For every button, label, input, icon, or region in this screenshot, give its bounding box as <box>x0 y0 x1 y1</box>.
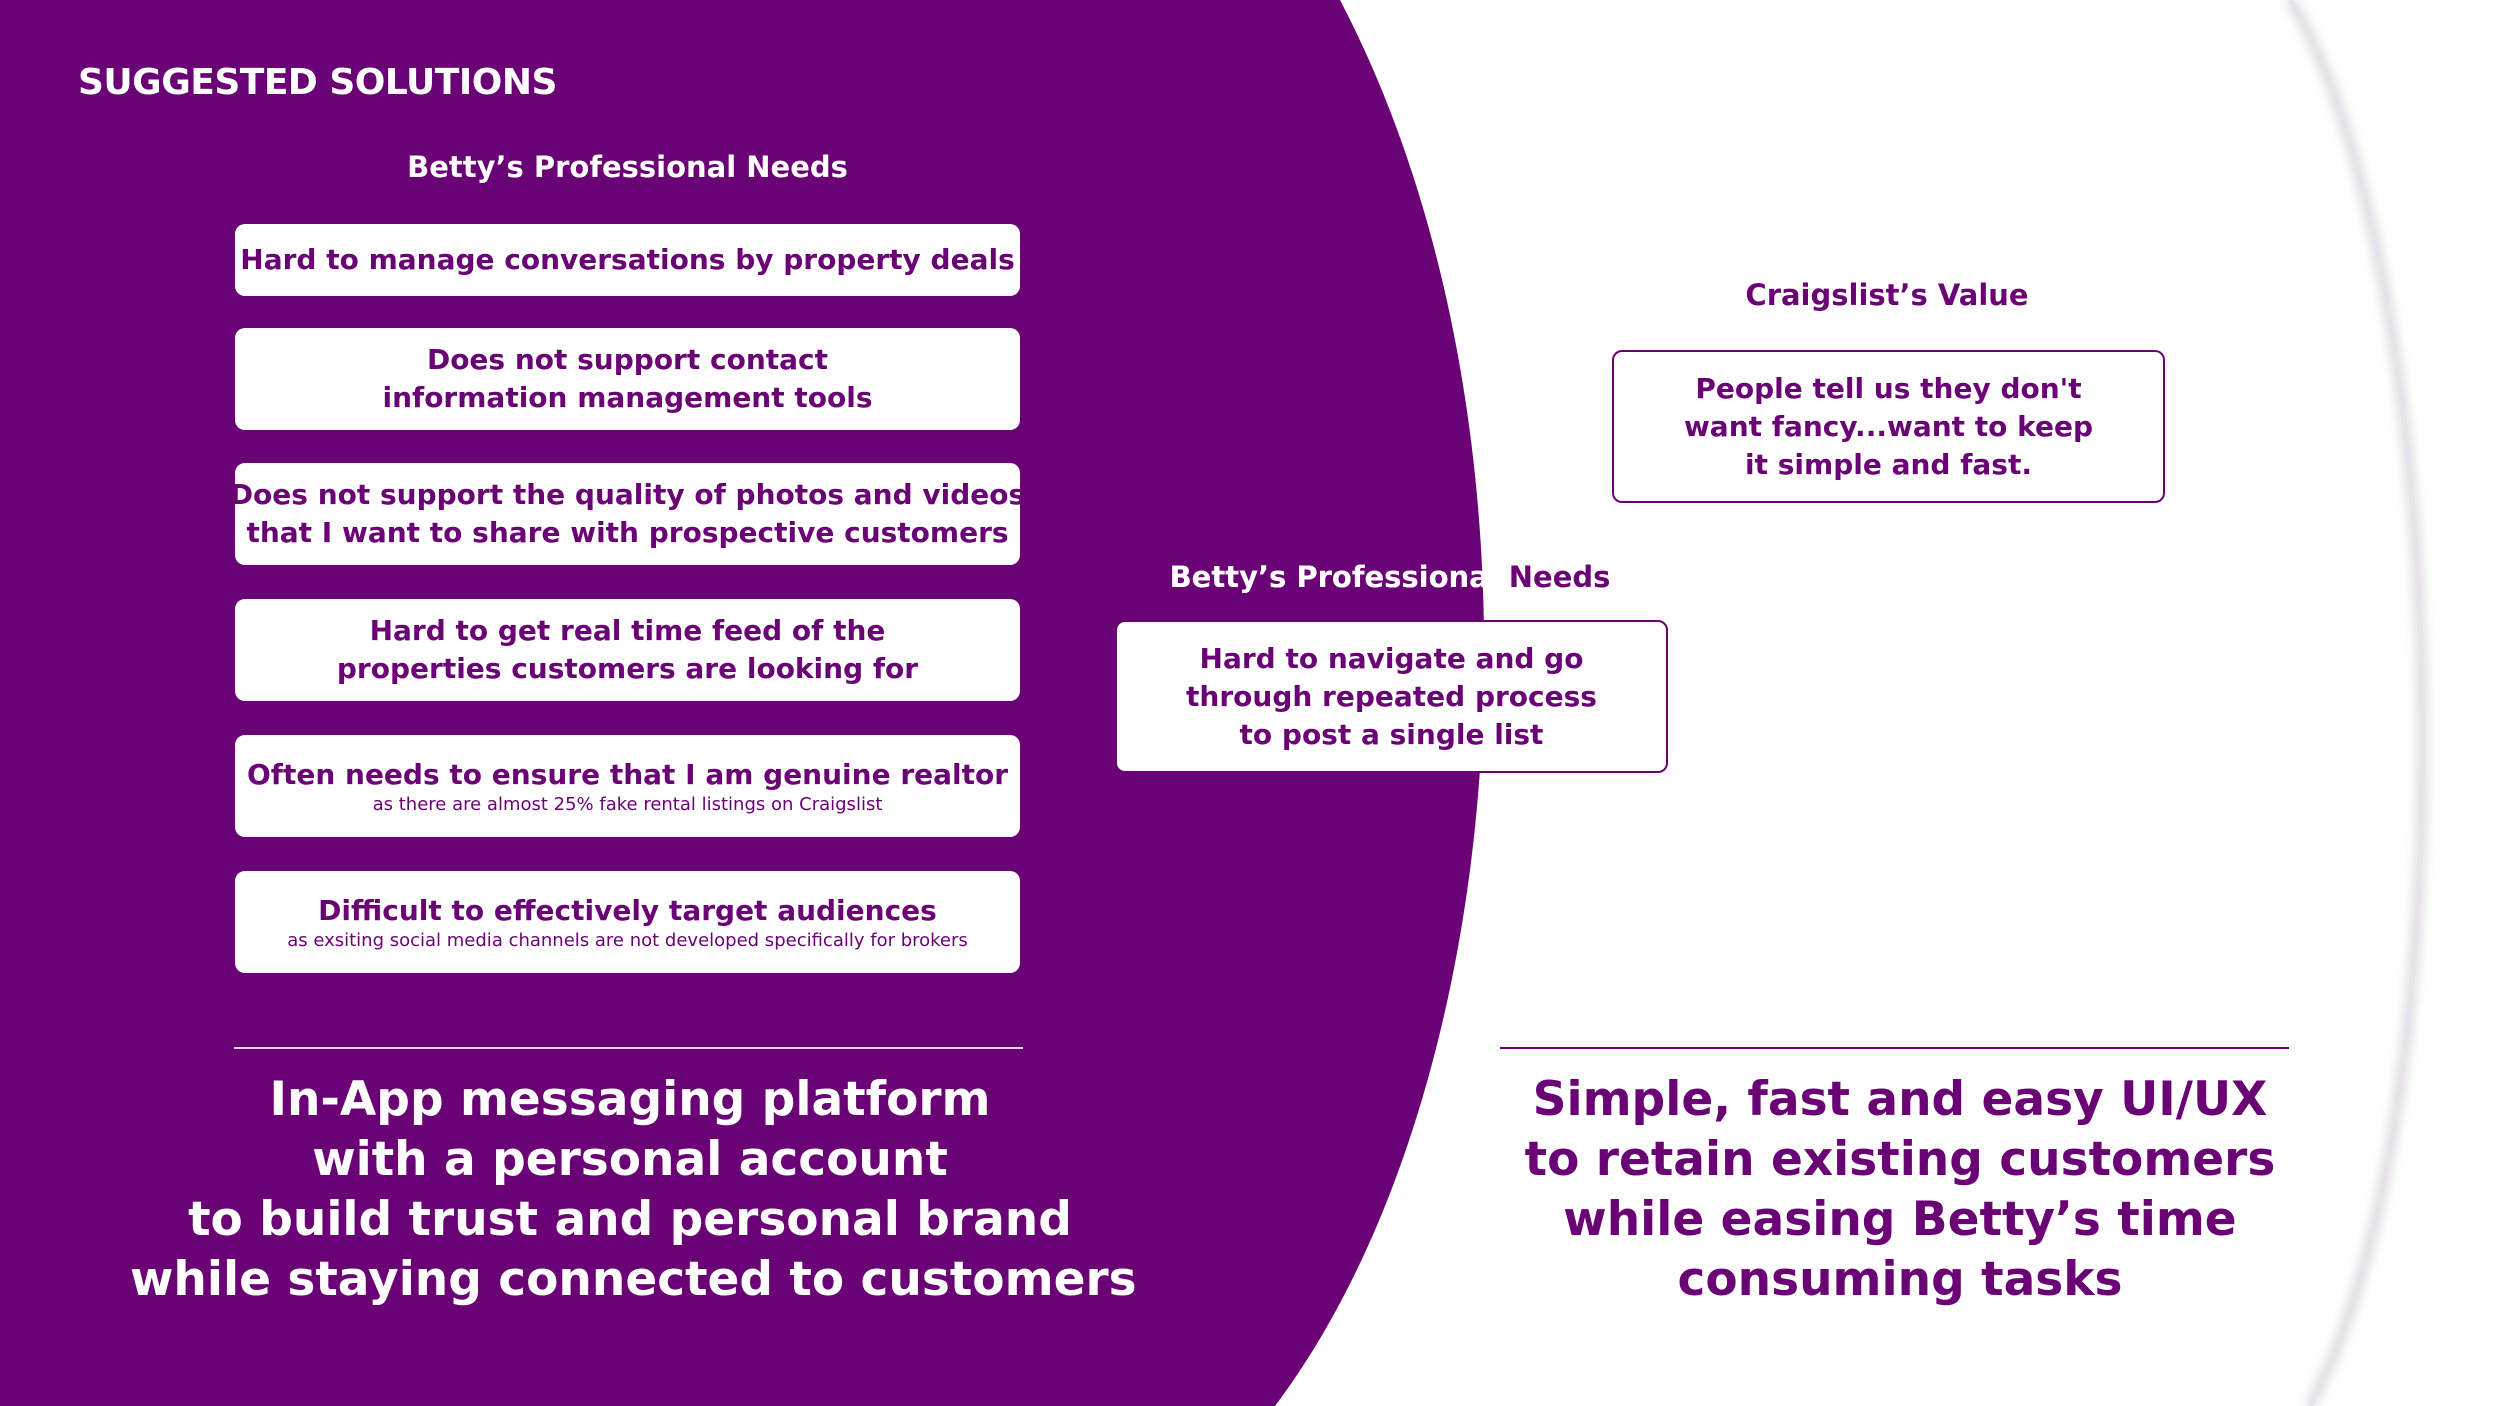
value-text: it simple and fast. <box>1745 447 2032 481</box>
need-text: Hard to get real time feed of the <box>369 614 886 647</box>
need-subtext: as exsiting social media channels are no… <box>287 930 968 951</box>
middle-heading-part-a: Betty’s Professional <box>1169 560 1509 594</box>
solution-line: Simple, fast and easy UI/UX <box>1532 1072 2268 1127</box>
middle-column-heading: Betty’s Professional Needs <box>1140 560 1640 594</box>
solution-line: to build trust and personal brand <box>188 1192 1072 1247</box>
need-text: Does not support the quality of photos a… <box>229 478 1026 511</box>
left-solution-statement: In-App messaging platform with a persona… <box>130 1070 1137 1310</box>
left-divider <box>234 1047 1023 1049</box>
navigate-need-card: Hard to navigate and go through repeated… <box>1115 620 1668 773</box>
section-title: SUGGESTED SOLUTIONS <box>78 62 557 103</box>
need-text: Often needs to ensure that I am genuine … <box>246 758 1009 791</box>
need-text: to post a single list <box>1239 717 1544 751</box>
need-text: Hard to manage conversations by property… <box>240 243 1015 276</box>
need-card: Often needs to ensure that I am genuine … <box>235 735 1020 837</box>
right-circle-outline <box>2287 0 2426 1406</box>
need-card: Hard to get real time feed of the proper… <box>235 599 1020 701</box>
solution-line: to retain existing customers <box>1524 1132 2276 1187</box>
craigslist-value-card: People tell us they don't want fancy...w… <box>1612 350 2165 503</box>
left-column-heading: Betty’s Professional Needs <box>407 150 848 184</box>
need-text: Hard to navigate and go <box>1199 641 1584 675</box>
solution-line: In-App messaging platform <box>269 1072 991 1127</box>
need-subtext: as there are almost 25% fake rental list… <box>372 794 883 815</box>
solution-line: while staying connected to customers <box>130 1252 1137 1307</box>
solution-line: with a personal account <box>312 1132 948 1187</box>
middle-heading-part-b: Needs <box>1508 560 1611 594</box>
need-text: Does not support contact <box>426 343 829 376</box>
need-card: Does not support contact information man… <box>235 328 1020 430</box>
right-solution-statement: Simple, fast and easy UI/UX to retain ex… <box>1400 1070 2400 1310</box>
need-text: information management tools <box>382 381 873 414</box>
need-text: Difficult to effectively target audience… <box>318 894 937 927</box>
right-divider <box>1500 1047 2289 1049</box>
need-text: properties customers are looking for <box>336 652 919 685</box>
need-card: Difficult to effectively target audience… <box>235 871 1020 973</box>
need-card: Does not support the quality of photos a… <box>230 463 1025 565</box>
need-text: through repeated process <box>1186 679 1597 713</box>
solution-line: while easing Betty’s time <box>1563 1192 2237 1247</box>
need-text: that I want to share with prospective cu… <box>246 516 1009 549</box>
need-card: Hard to manage conversations by property… <box>235 224 1020 296</box>
value-text: People tell us they don't <box>1695 371 2082 405</box>
right-column-heading: Craigslist’s Value <box>1745 278 2029 312</box>
value-text: want fancy...want to keep <box>1683 409 2094 443</box>
solution-line: consuming tasks <box>1677 1252 2123 1307</box>
